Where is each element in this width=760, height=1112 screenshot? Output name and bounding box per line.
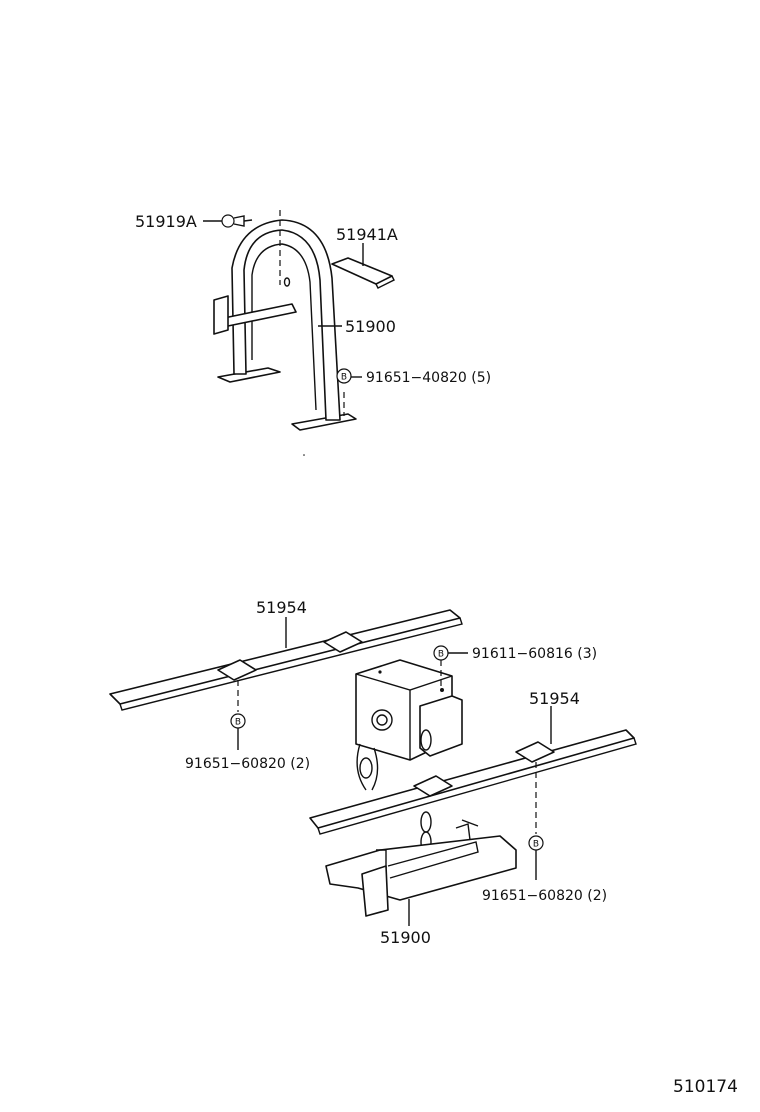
label-bolt-top: 91651−40820 (5) (366, 370, 491, 386)
bottom-carrier-cradle (325, 819, 517, 917)
bolt-b-60816-icon: B (433, 645, 449, 661)
bolt-b-right-icon: B (528, 835, 544, 851)
winch-housing (355, 659, 463, 853)
rail-51954-left (109, 609, 463, 711)
label-51919A: 51919A (135, 212, 197, 231)
top-carrier-frame (213, 210, 395, 456)
svg-text:B: B (341, 373, 347, 383)
label-51900-top: 51900 (345, 317, 396, 336)
rail-51954-right (309, 729, 637, 835)
label-51954-right: 51954 (529, 689, 580, 708)
label-bolt-left-60820: 91651−60820 (2) (185, 756, 310, 772)
svg-text:B: B (235, 718, 241, 728)
illustration-id: 510174 (673, 1077, 738, 1097)
svg-text:B: B (438, 650, 444, 660)
label-51900-bottom: 51900 (380, 928, 431, 947)
label-bolt-right-60820: 91651−60820 (2) (482, 888, 607, 904)
bolt-51919A-icon (221, 214, 253, 228)
bolt-b-top-icon: B (336, 368, 352, 384)
label-bolt-60816: 91611−60816 (3) (472, 646, 597, 662)
label-51954-left: 51954 (256, 598, 307, 617)
label-51941A: 51941A (336, 225, 398, 244)
svg-text:B: B (533, 840, 539, 850)
bolt-b-left-icon: B (230, 713, 246, 729)
